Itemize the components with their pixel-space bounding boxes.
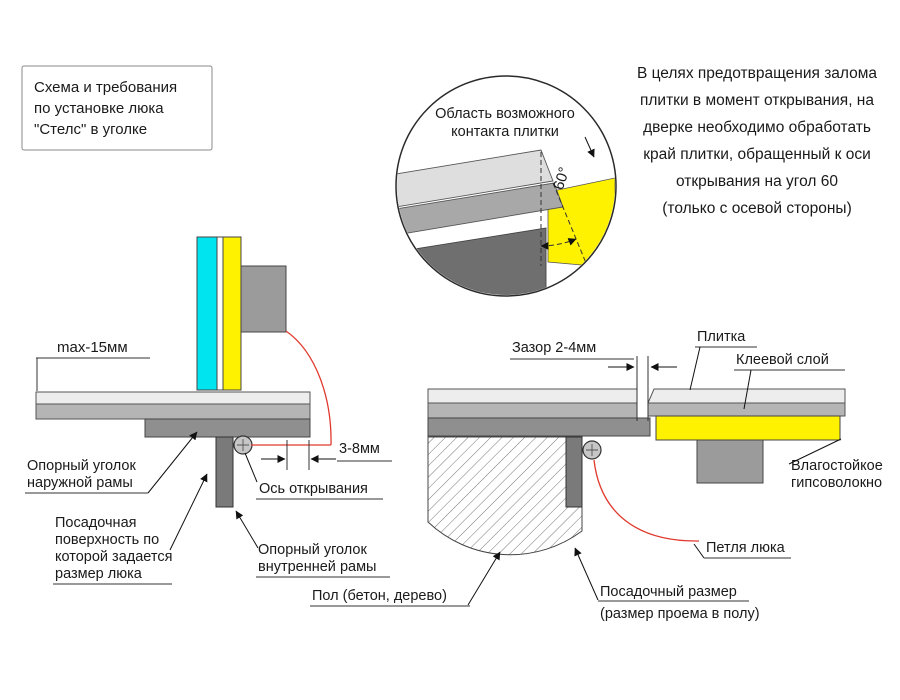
door-glue-layer	[647, 402, 846, 417]
note-line-1: В целях предотвращения залома	[637, 65, 877, 82]
gap-label: Зазор 2-4мм	[512, 340, 596, 356]
concrete-floor-hatched-region	[427, 436, 583, 556]
axis-label: Ось открывания	[259, 481, 368, 497]
open-door-frame-block	[240, 265, 287, 333]
gypsum-leader	[788, 438, 842, 465]
detail-section	[397, 149, 615, 295]
title-box-frame	[21, 65, 213, 151]
seat-size-leader	[574, 547, 599, 601]
hinge-swing-arc	[593, 459, 700, 542]
floor-leader	[467, 551, 501, 606]
outer-frame-horizontal-right	[427, 417, 651, 437]
outer-frame-angle-horizontal	[144, 418, 311, 438]
detail-angle-label: 60°	[550, 165, 573, 192]
detail-angle-arc	[540, 238, 577, 250]
note-line-5: открывания на угол 60	[676, 173, 838, 190]
gypsum-label-line-1: Влагостойкое	[791, 458, 883, 474]
detail-circle-view: 60° Область возможного контакта плитки	[395, 75, 617, 297]
open-door-glue-strip	[216, 236, 224, 391]
outer-angle-label-line-2: наружной рамы	[27, 475, 133, 491]
detail-frame-angle	[397, 227, 547, 295]
note-line-2: плитки в момент открывания, на	[640, 92, 874, 109]
door-frame-block	[696, 439, 764, 484]
max-offset-label: max-15мм	[57, 339, 128, 356]
inner-angle-label-line-2: внутренней рамы	[258, 559, 376, 575]
note-text: В целях предотвращения залома плитки в м…	[637, 65, 877, 217]
outer-angle-leader	[147, 431, 198, 494]
detail-gypsum-layer	[547, 177, 615, 269]
seating-surface-line-4: размер люка	[55, 566, 143, 582]
outer-angle-label-line-1: Опорный уголок	[27, 458, 136, 474]
title-line-2: по установке люка	[34, 100, 164, 117]
detail-tile-layer	[397, 149, 554, 208]
detail-caption-leader	[584, 136, 595, 158]
seating-surface-line-3: которой задается	[55, 549, 172, 565]
seating-surface-line-1: Посадочная	[55, 515, 137, 531]
gypsum-label-line-2: гипсоволокно	[791, 475, 882, 491]
note-line-6: (только с осевой стороны)	[662, 200, 851, 217]
door-gypsum-yellow	[655, 415, 841, 441]
right-section-view: Зазор 2-4мм Плитка Клеевой слой Влагосто…	[310, 329, 883, 622]
hinge-leader	[693, 543, 705, 559]
seat-size-line-2: (размер проема в полу)	[600, 606, 760, 622]
hinge-axis-cross	[237, 439, 249, 451]
inner-angle-leader	[235, 510, 259, 549]
floor-glue-layer	[35, 403, 311, 420]
seat-size-line-1: Посадочный размер	[600, 584, 737, 600]
outer-frame-angle-vertical	[215, 436, 234, 508]
tile-label: Плитка	[697, 329, 746, 345]
glue-label: Клеевой слой	[736, 352, 829, 368]
floor-glue-layer-right	[427, 402, 638, 419]
detail-caption-line-1: Область возможного	[435, 106, 575, 122]
note-line-3: дверке необходимо обработать	[643, 119, 871, 136]
seating-surface-leader	[169, 473, 208, 551]
swing-arc	[285, 330, 332, 446]
hinge-axis-right-cross	[586, 444, 598, 456]
title-line-1: Схема и требования	[34, 79, 177, 96]
floor-label: Пол (бетон, дерево)	[312, 588, 447, 604]
axis-leader	[244, 452, 258, 483]
outer-frame-vertical-right	[565, 436, 583, 508]
left-section-view: 3-8мм max-15мм Опорный уголок наружной р…	[25, 236, 392, 585]
floor-tile-slab	[35, 391, 311, 405]
detail-caption-line-2: контакта плитки	[451, 124, 559, 140]
title-box: Схема и требования по установке люка "Ст…	[21, 65, 213, 151]
tile-leader	[689, 346, 701, 391]
open-door-tile-cyan	[196, 236, 218, 391]
glue-leader	[743, 369, 752, 410]
detail-bevel-dashed-line	[552, 182, 587, 264]
seating-surface-line-2: поверхность по	[55, 532, 159, 548]
gap-dimension-label: 3-8мм	[339, 441, 380, 457]
note-line-4: край плитки, обращенный к оси	[643, 146, 871, 163]
open-door-gypsum-yellow	[222, 236, 242, 391]
hinge-label: Петля люка	[706, 540, 786, 556]
floor-tile-slab-right	[427, 388, 638, 404]
inner-angle-label-line-1: Опорный уголок	[258, 542, 367, 558]
title-line-3: "Стелс" в уголке	[34, 121, 147, 138]
